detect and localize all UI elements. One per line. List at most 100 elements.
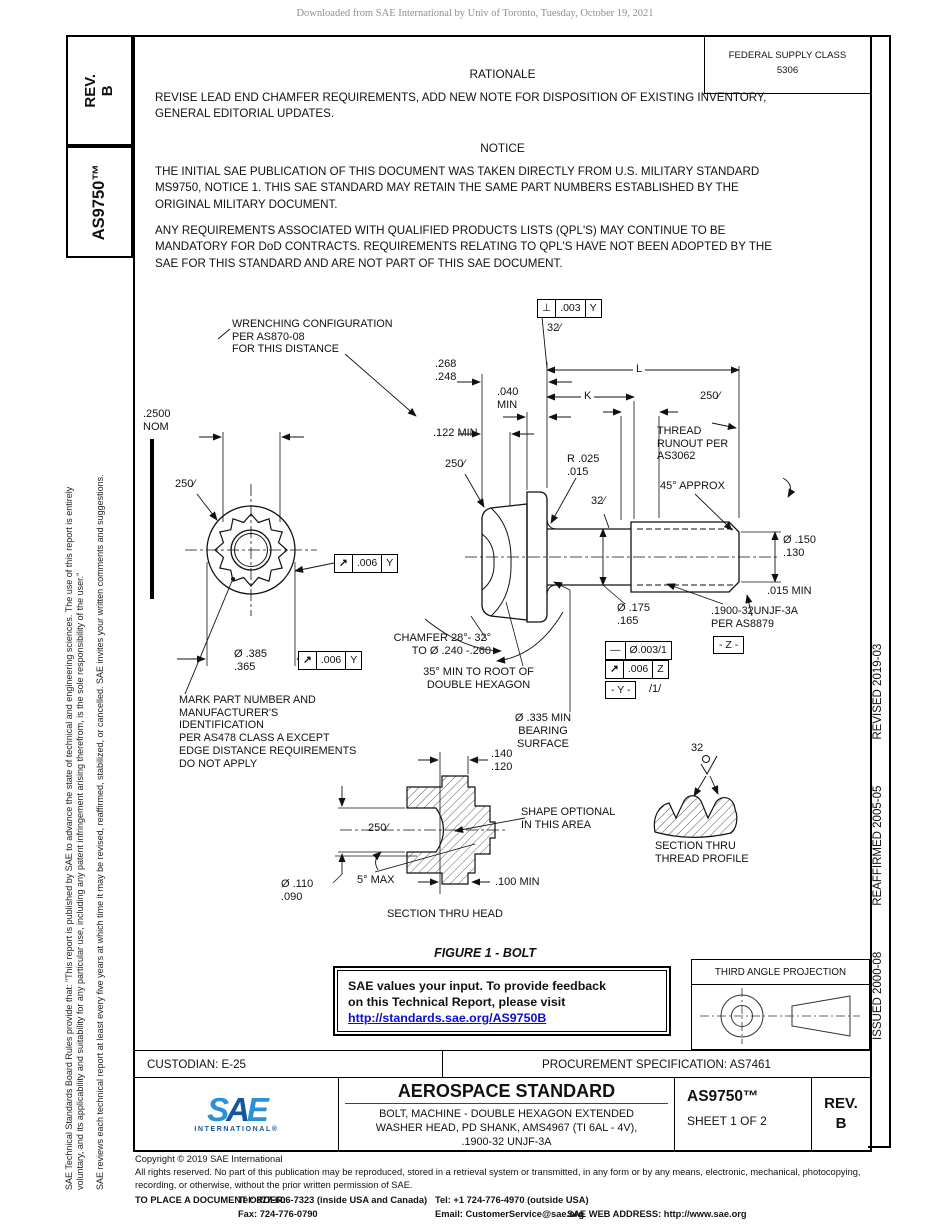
datum-z-box: - Z - [713,636,745,654]
runout-icon: ↗ [303,654,312,666]
figure-1-drawing: WRENCHING CONFIGURATION PER AS870-08 FOR… [135,282,870,964]
fcf-datum: Y [345,652,361,669]
fcf-datum: Y [584,300,601,317]
dim-268: .268 .248 [435,358,457,383]
dim-L: L [633,363,646,376]
dim-K: K [581,390,595,403]
fcf-straightness: — Ø.003/1 [605,641,672,660]
datum-y-box: - Y - [605,681,637,699]
fcf-runout-006-z: ↗ .006 Z [605,660,669,679]
fcf-value: .006 [351,555,381,572]
dim-385: Ø .385 .365 [231,648,271,674]
sae-logo-subtext: INTERNATIONAL® [194,1126,279,1134]
download-watermark: Downloaded from SAE International by Uni… [296,8,654,19]
finish-250-head: 250∕ [445,458,466,470]
angle-5-max: 5° MAX [357,874,395,886]
doc-number-box: AS9750™ [66,146,133,258]
reaffirmed-date: REAFFIRMED 2005-05 [872,785,884,906]
document-type: AEROSPACE STANDARD [345,1081,668,1104]
projection-title: THIRD ANGLE PROJECTION [692,960,869,985]
thread-spec-note: .1900-32UNJF-3A PER AS8879 [711,605,799,630]
finish-32-shank: 32∕ [591,495,606,507]
revision-change-bar [150,439,154,599]
doc-number-label: AS9750™ [90,163,109,241]
order-email: Email: CustomerService@sae.org [435,1209,585,1220]
fcf-datum: Z [652,661,667,678]
custodian-cell: CUSTODIAN: E-25 [135,1051,443,1077]
thread-runout-note: THREAD RUNOUT PER AS3062 [657,425,729,463]
note-1-flag: /1/ [649,683,662,695]
feedback-line-2: on this Technical Report, please visit [348,995,566,1010]
right-date-column [868,35,891,1148]
figure-caption: FIGURE 1 - BOLT [434,946,536,960]
sheet-number: SHEET 1 OF 2 [687,1114,767,1128]
copyright-line-2: All rights reserved. No part of this pub… [135,1167,861,1191]
finish-32-top: 32∕ [547,322,562,334]
section-thru-head-caption: SECTION THRU HEAD [387,908,503,920]
order-info: TO PLACE A DOCUMENT ORDER: Tel: 877-606-… [135,1194,881,1224]
finish-32-thread-profile: 32 [691,742,704,754]
copyright-block: Copyright © 2019 SAE International All r… [135,1153,881,1224]
finish-250-right: 250∕ [700,390,721,402]
document-number: AS9750™ [687,1088,759,1105]
notice-paragraph-2: ANY REQUIREMENTS ASSOCIATED WITH QUALIFI… [155,224,773,270]
marking-note: MARK PART NUMBER AND MANUFACTURER'S IDEN… [179,694,357,770]
copyright-line-1: Copyright © 2019 SAE International [135,1154,283,1164]
procurement-cell: PROCUREMENT SPECIFICATION: AS7461 [542,1057,771,1071]
angle-45-approx: 45° APPROX [660,480,725,492]
dim-015-min: .015 MIN [767,585,812,597]
dim-150: Ø .150 .130 [783,534,817,559]
federal-supply-class-box: FEDERAL SUPPLY CLASS 5306 [704,37,870,94]
issued-date: ISSUED 2000-08 [872,951,884,1040]
sae-logo: SAE INTERNATIONAL® [135,1078,339,1150]
rationale-title: RATIONALE [469,67,536,81]
rev-box-label: REV. B [81,73,116,108]
dim-2500-nom: .2500 NOM [143,408,171,433]
left-disclaimer: SAE Technical Standards Board Rules prov… [64,285,130,1190]
main-frame: FEDERAL SUPPLY CLASS 5306 RATIONALE REVI… [133,35,872,1152]
runout-icon: ↗ [339,557,348,569]
finish-250-front: 250∕ [175,478,196,490]
dim-110: Ø .110 .090 [281,878,314,903]
straightness-icon: — [610,644,621,656]
finish-250-section: 250∕ [368,822,389,834]
section-thru-thread [653,755,738,838]
document-number-cell: AS9750™ SHEET 1 OF 2 [675,1078,812,1150]
fcf-runout-006-y-b: ↗ .006 Y [298,651,363,670]
notice-paragraph-1: THE INITIAL SAE PUBLICATION OF THIS DOCU… [155,165,760,211]
dim-140: .140 .120 [491,748,513,773]
notice-title: NOTICE [480,141,525,155]
third-angle-projection-icon [700,988,860,1044]
dim-122: .122 MIN [433,427,478,439]
fcf-value: .006 [315,652,345,669]
revised-date: REVISED 2019-03 [872,643,884,740]
section-thru-thread-caption: SECTION THRU THREAD PROFILE [655,840,749,865]
section-thru-head [332,752,526,894]
fcf-perpendicularity: ⊥ .003 Y [537,299,602,318]
fcf-datum: Y [381,555,397,572]
wrenching-note: WRENCHING CONFIGURATION PER AS870-08 FOR… [232,318,393,356]
info-row: CUSTODIAN: E-25 PROCUREMENT SPECIFICATIO… [135,1050,870,1077]
revision-cell: REV. B [824,1094,858,1132]
rationale-body: REVISE LEAD END CHAMFER REQUIREMENTS, AD… [155,91,767,121]
document-title: BOLT, MACHINE - DOUBLE HEXAGON EXTENDED … [375,1108,638,1149]
order-fax: Fax: 724-776-0790 [238,1209,318,1220]
runout-icon: ↗ [610,663,619,675]
title-block: SAE INTERNATIONAL® AEROSPACE STANDARD BO… [135,1077,870,1150]
front-view [177,328,417,695]
sae-web-address: SAE WEB ADDRESS: http://www.sae.org [567,1209,747,1220]
dim-040: .040 MIN [497,386,519,411]
standard-title-cell: AEROSPACE STANDARD BOLT, MACHINE - DOUBL… [339,1078,675,1150]
disclaimer-paragraph-1: SAE Technical Standards Board Rules prov… [64,486,85,1190]
dim-175: Ø .175 .165 [617,602,651,627]
revision-history: ISSUED 2000-08 REAFFIRMED 2005-05 REVISE… [872,570,890,1040]
feedback-link[interactable]: http://standards.sae.org/AS9750B [348,1011,547,1026]
disclaimer-paragraph-2: SAE reviews each technical report at lea… [95,474,105,1190]
feedback-line-1: SAE values your input. To provide feedba… [348,979,606,993]
third-angle-projection-box: THIRD ANGLE PROJECTION [691,959,870,1050]
dim-100-min: .100 MIN [495,876,540,888]
hexagon-root-note: 35° MIN TO ROOT OF DOUBLE HEXAGON [423,666,534,691]
shape-optional-note: SHAPE OPTIONAL IN THIS AREA [521,806,616,831]
chamfer-note: CHAMFER 28°- 32° TO Ø .240 -.260 [393,632,491,657]
